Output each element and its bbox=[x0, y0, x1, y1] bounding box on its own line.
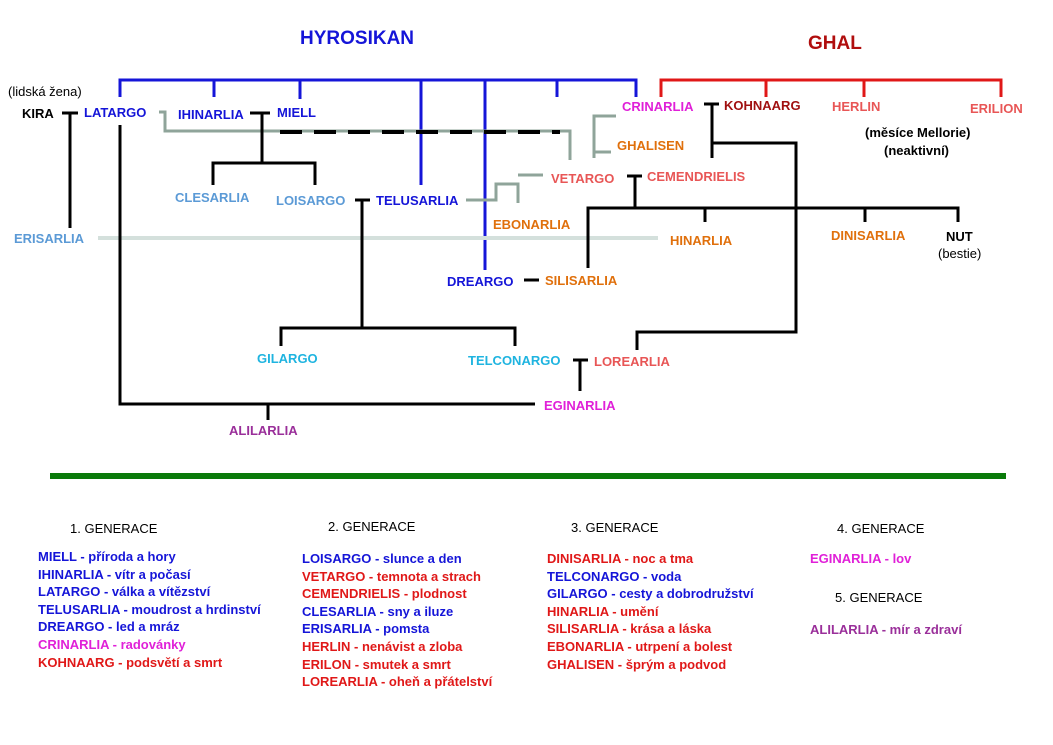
node-erisarlia: ERISARLIA bbox=[14, 231, 85, 246]
node-telconargo: TELCONARGO bbox=[468, 353, 561, 368]
hyrosikan-title: HYROSIKAN bbox=[300, 28, 415, 49]
node-nut: NUT bbox=[946, 229, 973, 244]
list-item: GILARGO - cesty a dobrodružství bbox=[547, 586, 754, 602]
node-lorearlia: LOREARLIA bbox=[594, 354, 670, 369]
generation-4-list: EGINARLIA - lov bbox=[810, 550, 911, 568]
node-ebonarlia: EBONARLIA bbox=[493, 217, 571, 232]
list-item: TELCONARGO - voda bbox=[547, 568, 682, 584]
node-telusarlia: TELUSARLIA bbox=[376, 193, 459, 208]
list-item: EBONARLIA - utrpení a bolest bbox=[547, 638, 733, 654]
note-bestie: (bestie) bbox=[938, 246, 982, 261]
list-item: ERILON - smutek a smrt bbox=[302, 656, 451, 672]
list-item: DREARGO - led a mráz bbox=[38, 619, 180, 635]
list-item: CRINARLIA - radovánky bbox=[38, 636, 186, 652]
node-hinarlia: HINARLIA bbox=[670, 233, 733, 248]
generation-4-heading: 4. GENERACE bbox=[837, 521, 925, 536]
node-crinarlia: CRINARLIA bbox=[622, 99, 694, 114]
black-connectors bbox=[62, 102, 960, 420]
list-item: MIELL - příroda a hory bbox=[38, 549, 176, 564]
note-mesice-mellorie: (měsíce Mellorie) bbox=[865, 125, 971, 140]
list-item: CEMENDRIELIS - plodnost bbox=[302, 586, 467, 602]
node-eginarlia: EGINARLIA bbox=[544, 398, 616, 413]
note-lidska-zena: (lidská žena) bbox=[8, 84, 82, 99]
note-neaktivni: (neaktivní) bbox=[884, 143, 950, 158]
generation-1-list: MIELL - příroda a hory IHINARLIA - vítr … bbox=[38, 548, 261, 671]
list-item: VETARGO - temnota a strach bbox=[302, 568, 481, 584]
node-latargo: LATARGO bbox=[84, 105, 147, 120]
list-item: HERLIN - nenávist a zloba bbox=[302, 638, 463, 654]
generation-3-list: DINISARLIA - noc a tma TELCONARGO - voda… bbox=[547, 550, 754, 673]
list-item: IHINARLIA - vítr a počasí bbox=[38, 566, 191, 582]
list-item: ERISARLIA - pomsta bbox=[302, 621, 430, 637]
list-item: EGINARLIA - lov bbox=[810, 551, 912, 566]
list-item: HINARLIA - umění bbox=[547, 603, 659, 619]
generation-5-list: ALILARLIA - mír a zdraví bbox=[810, 621, 962, 639]
list-item: SILISARLIA - krása a láska bbox=[547, 621, 712, 637]
list-item: KOHNAARG - podsvětí a smrt bbox=[38, 654, 223, 670]
list-item: ALILARLIA - mír a zdraví bbox=[810, 622, 962, 637]
list-item: GHALISEN - šprým a podvod bbox=[547, 656, 727, 672]
node-cemendrielis: CEMENDRIELIS bbox=[647, 169, 746, 184]
ghal-title: GHAL bbox=[808, 33, 862, 54]
node-clesarlia: CLESARLIA bbox=[175, 190, 250, 205]
node-ihinarlia: IHINARLIA bbox=[178, 107, 244, 122]
node-alilarlia: ALILARLIA bbox=[229, 423, 298, 438]
gray-connectors bbox=[159, 110, 616, 203]
node-loisargo: LOISARGO bbox=[276, 193, 346, 208]
generation-2-list: LOISARGO - slunce a den VETARGO - temnot… bbox=[302, 550, 492, 691]
generation-1-heading: 1. GENERACE bbox=[70, 521, 158, 536]
list-item: CLESARLIA - sny a iluze bbox=[302, 603, 454, 619]
node-gilargo: GILARGO bbox=[257, 351, 318, 366]
node-miell: MIELL bbox=[277, 105, 316, 120]
list-item: LOREARLIA - oheň a přátelství bbox=[302, 674, 493, 690]
node-vetargo: VETARGO bbox=[551, 171, 615, 186]
node-kira: KIRA bbox=[22, 106, 54, 121]
list-item: LATARGO - válka a vítězství bbox=[38, 584, 211, 600]
node-ghalisen: GHALISEN bbox=[617, 138, 685, 153]
node-dinisarlia: DINISARLIA bbox=[831, 228, 906, 243]
list-item: TELUSARLIA - moudrost a hrdinství bbox=[38, 601, 261, 617]
generation-3-heading: 3. GENERACE bbox=[571, 520, 659, 535]
node-erilion: ERILION bbox=[970, 101, 1023, 116]
generation-2-heading: 2. GENERACE bbox=[328, 519, 416, 534]
node-herlin: HERLIN bbox=[832, 99, 881, 114]
list-item: DINISARLIA - noc a tma bbox=[547, 551, 694, 566]
node-dreargo: DREARGO bbox=[447, 274, 514, 289]
list-item: LOISARGO - slunce a den bbox=[302, 551, 462, 566]
node-silisarlia: SILISARLIA bbox=[545, 273, 618, 288]
node-kohnaarg: KOHNAARG bbox=[724, 98, 801, 113]
generation-5-heading: 5. GENERACE bbox=[835, 590, 923, 605]
ghal-bracket bbox=[659, 78, 1003, 97]
